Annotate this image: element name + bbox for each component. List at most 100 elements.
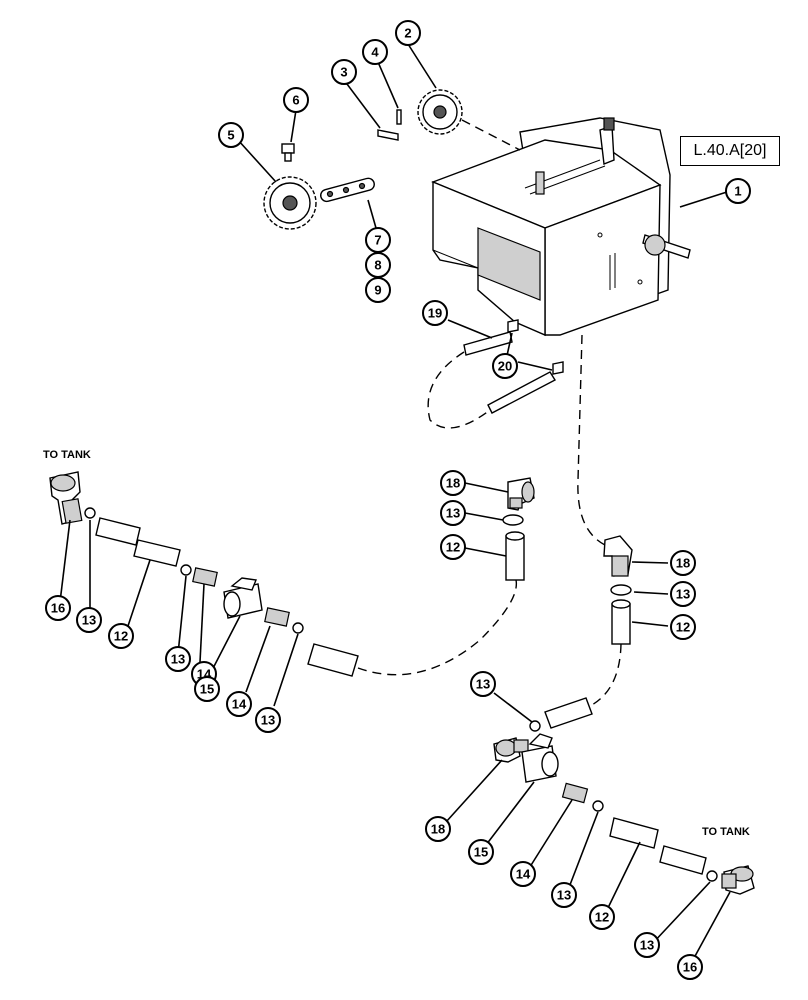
callout-13-right: 13 <box>670 581 696 607</box>
callout-18-right: 18 <box>670 550 696 576</box>
to-tank-right-label: TO TANK <box>702 826 750 838</box>
svg-text:1: 1 <box>734 184 741 199</box>
callout-12-mid: 12 <box>440 534 466 560</box>
callout-14-b: 14 <box>226 691 252 717</box>
svg-text:15: 15 <box>474 845 488 860</box>
reference-box: L.40.A[20] <box>680 136 780 166</box>
leader-19 <box>447 319 493 339</box>
svg-text:16: 16 <box>683 960 697 975</box>
callout-8: 8 <box>365 252 391 278</box>
leader-13-bottom-b <box>567 811 599 891</box>
callout-13-bottom-a: 13 <box>470 671 496 697</box>
leader-5 <box>237 139 277 183</box>
svg-text:4: 4 <box>371 45 379 60</box>
callout-18-bottom: 18 <box>425 816 451 842</box>
svg-text:12: 12 <box>114 629 128 644</box>
callout-12-left: 12 <box>108 623 134 649</box>
elbow-18-bottom <box>493 737 529 763</box>
leader-14-b <box>245 625 271 693</box>
nipple-14-b <box>264 607 290 627</box>
dash-19 <box>427 351 491 429</box>
leader-2 <box>407 43 437 89</box>
leader-20 <box>517 361 553 371</box>
callout-9: 9 <box>365 277 391 303</box>
hose-12-bottom-a <box>544 697 593 729</box>
svg-text:16: 16 <box>51 601 65 616</box>
sprocket-2 <box>417 89 463 135</box>
callout-13-bottom-c: 13 <box>634 932 660 958</box>
callout-13-bottom-b: 13 <box>551 882 577 908</box>
callout-19: 19 <box>422 300 448 326</box>
pin-4 <box>396 109 402 125</box>
clamp-13-right <box>610 584 632 596</box>
svg-text:13: 13 <box>446 506 460 521</box>
dash-right-hose <box>589 643 622 707</box>
pin-3 <box>377 129 399 141</box>
svg-text:14: 14 <box>516 867 531 882</box>
callout-18-mid: 18 <box>440 470 466 496</box>
bolt-6 <box>281 143 295 162</box>
leader-13-mid <box>464 512 504 521</box>
leader-12-mid <box>464 547 507 557</box>
callout-16-bottom: 16 <box>677 954 703 980</box>
clamp-13-bottom-c <box>706 870 718 882</box>
callout-15-left: 15 <box>194 676 220 702</box>
leader-13-c <box>273 633 299 707</box>
svg-text:19: 19 <box>428 306 442 321</box>
callout-20: 20 <box>492 353 518 379</box>
leader-18-right <box>631 561 669 564</box>
svg-text:15: 15 <box>200 682 214 697</box>
chain-link <box>320 177 375 203</box>
clip-20-a <box>507 319 519 333</box>
callout-13-mid: 13 <box>440 500 466 526</box>
leader-14-a <box>199 583 205 663</box>
svg-text:9: 9 <box>374 283 381 298</box>
dash-housing-right <box>577 334 606 546</box>
elbow-18-mid <box>507 477 535 511</box>
svg-text:12: 12 <box>595 910 609 925</box>
elbow-16-left <box>49 471 83 525</box>
svg-text:13: 13 <box>476 677 490 692</box>
sprocket-5 <box>263 176 317 230</box>
nipple-14-a <box>192 567 218 587</box>
leader-6 <box>290 109 297 143</box>
dash-left-hose <box>357 579 518 676</box>
svg-text:8: 8 <box>374 258 381 273</box>
svg-text:20: 20 <box>498 359 512 374</box>
leader-14-bottom <box>527 799 573 871</box>
callout-7: 7 <box>365 227 391 253</box>
callout-1: 1 <box>725 178 751 204</box>
callout-12-bottom: 12 <box>589 904 615 930</box>
svg-text:13: 13 <box>676 587 690 602</box>
svg-text:12: 12 <box>676 620 690 635</box>
callout-4: 4 <box>362 39 388 65</box>
svg-text:13: 13 <box>640 938 654 953</box>
hose-19 <box>463 331 513 356</box>
leader-18-bottom <box>445 759 503 823</box>
svg-text:18: 18 <box>431 822 445 837</box>
hose-20 <box>487 361 564 414</box>
svg-text:18: 18 <box>446 476 460 491</box>
clamp-13-bottom-a <box>529 720 541 732</box>
hose-12-right <box>611 599 631 645</box>
hose-12-mid <box>505 531 525 581</box>
leader-13-bottom-a <box>493 692 533 723</box>
clamp-13-c <box>292 622 304 634</box>
svg-text:7: 7 <box>374 233 381 248</box>
nipple-14-bottom <box>561 782 589 804</box>
dash-sprocket-2 <box>461 119 521 151</box>
svg-text:14: 14 <box>232 697 247 712</box>
leader-13-b <box>177 575 187 655</box>
leader-12-left <box>127 559 151 627</box>
callout-14-bottom: 14 <box>510 861 536 887</box>
leader-12-right <box>631 621 669 627</box>
clamp-13-bottom-b <box>592 800 604 812</box>
svg-text:13: 13 <box>557 888 571 903</box>
leader-12-bottom <box>605 841 641 913</box>
valve-15-left <box>223 577 263 619</box>
svg-text:13: 13 <box>261 713 275 728</box>
callout-12-right: 12 <box>670 614 696 640</box>
leader-16-bottom <box>693 891 731 959</box>
